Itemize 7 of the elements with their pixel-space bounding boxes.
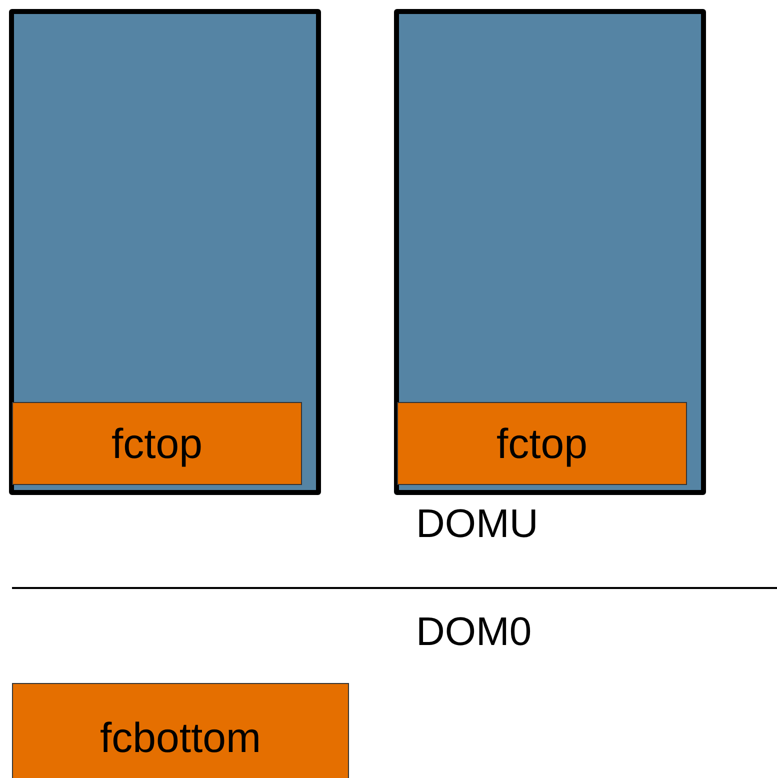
section-label: DOM0 bbox=[416, 610, 532, 655]
section-label: DOMU bbox=[416, 502, 538, 547]
domain-panel bbox=[394, 9, 706, 495]
component-box: fcbottom bbox=[12, 683, 349, 778]
domain-panel bbox=[9, 9, 321, 495]
component-box: fctop bbox=[12, 402, 302, 485]
component-box: fctop bbox=[397, 402, 687, 485]
